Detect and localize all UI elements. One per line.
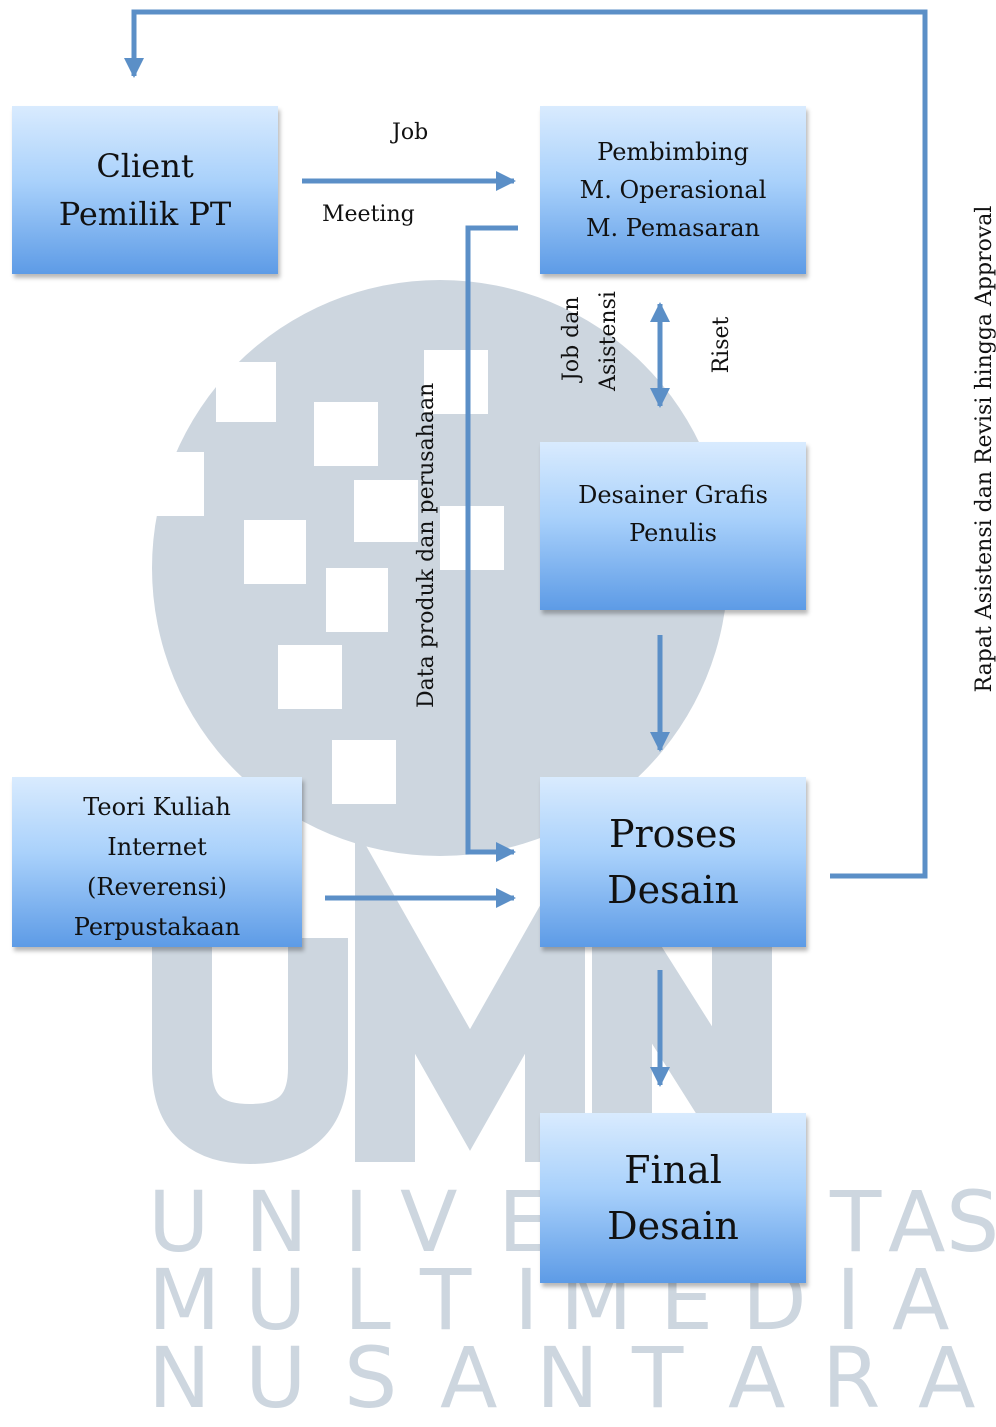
watermark-letter: V bbox=[400, 1173, 458, 1271]
proses-desain-box: Proses Desain bbox=[540, 777, 806, 947]
watermark-letter: S bbox=[946, 1173, 996, 1271]
proses-box-line: Desain bbox=[607, 868, 739, 912]
watermark-letter: A bbox=[888, 1173, 946, 1271]
pembimbing-box-line: M. Pemasaran bbox=[585, 214, 761, 242]
data-produk-label: Data produk dan perusahaan bbox=[414, 382, 439, 708]
riset-label: Riset bbox=[709, 316, 734, 374]
desainer-box-line: Desainer Grafis bbox=[578, 481, 768, 509]
watermark-letter: M bbox=[148, 1251, 221, 1349]
desainer-box-line: Penulis bbox=[629, 519, 717, 547]
rapat-asistensi-label: Rapat Asistensi dan Revisi hingga Approv… bbox=[972, 205, 996, 693]
watermark-umn-letters bbox=[152, 826, 772, 1234]
teori-box-line: Internet bbox=[107, 833, 207, 861]
watermark-letter: N bbox=[148, 1329, 211, 1427]
pembimbing-box-line: M. Operasional bbox=[579, 176, 767, 204]
job-label: Job bbox=[392, 120, 429, 145]
watermark-letter: A bbox=[440, 1329, 498, 1427]
watermark-letter: T bbox=[420, 1251, 472, 1349]
watermark-letter: N bbox=[245, 1173, 308, 1271]
proses-box-line: Proses bbox=[608, 812, 738, 856]
watermark-letter: U bbox=[245, 1329, 307, 1427]
pembimbing-box: Pembimbing M. Operasional M. Pemasaran bbox=[540, 106, 806, 274]
pembimbing-box-line: Pembimbing bbox=[597, 138, 749, 166]
watermark-letter: S bbox=[344, 1329, 398, 1427]
watermark-letter: T bbox=[632, 1329, 684, 1427]
teori-box-line: (Reverensi) bbox=[87, 873, 227, 901]
watermark-letter: U bbox=[148, 1173, 210, 1271]
watermark-letter: A bbox=[892, 1251, 950, 1349]
watermark-letter: U bbox=[245, 1251, 307, 1349]
watermark-letter: A bbox=[728, 1329, 786, 1427]
teori-box-line: Perpustakaan bbox=[73, 913, 241, 941]
desainer-box: Desainer Grafis Penulis bbox=[540, 442, 806, 610]
teori-box-line: Teori Kuliah bbox=[83, 793, 231, 821]
meeting-label: Meeting bbox=[322, 202, 415, 227]
watermark-letter: N bbox=[536, 1329, 599, 1427]
watermark-letter: L bbox=[344, 1251, 391, 1349]
watermark-letter: I bbox=[836, 1251, 861, 1349]
client-box: Client Pemilik PT bbox=[12, 106, 278, 274]
watermark-letter: R bbox=[822, 1329, 881, 1427]
teori-box: Teori Kuliah Internet (Reverensi) Perpus… bbox=[12, 777, 302, 947]
client-box-line: Pemilik PT bbox=[58, 195, 232, 233]
watermark-letter: I bbox=[514, 1251, 539, 1349]
watermark-letter: I bbox=[344, 1173, 369, 1271]
watermark-letter: T bbox=[830, 1173, 882, 1271]
job-dan-label: Job dan bbox=[559, 296, 584, 381]
client-box-line: Client bbox=[96, 147, 194, 185]
final-box-line: Final bbox=[624, 1148, 722, 1192]
final-box-line: Desain bbox=[607, 1204, 739, 1248]
asistensi-label: Asistensi bbox=[596, 291, 621, 391]
final-desain-box: Final Desain bbox=[540, 1113, 806, 1283]
watermark-letter: A bbox=[918, 1329, 976, 1427]
